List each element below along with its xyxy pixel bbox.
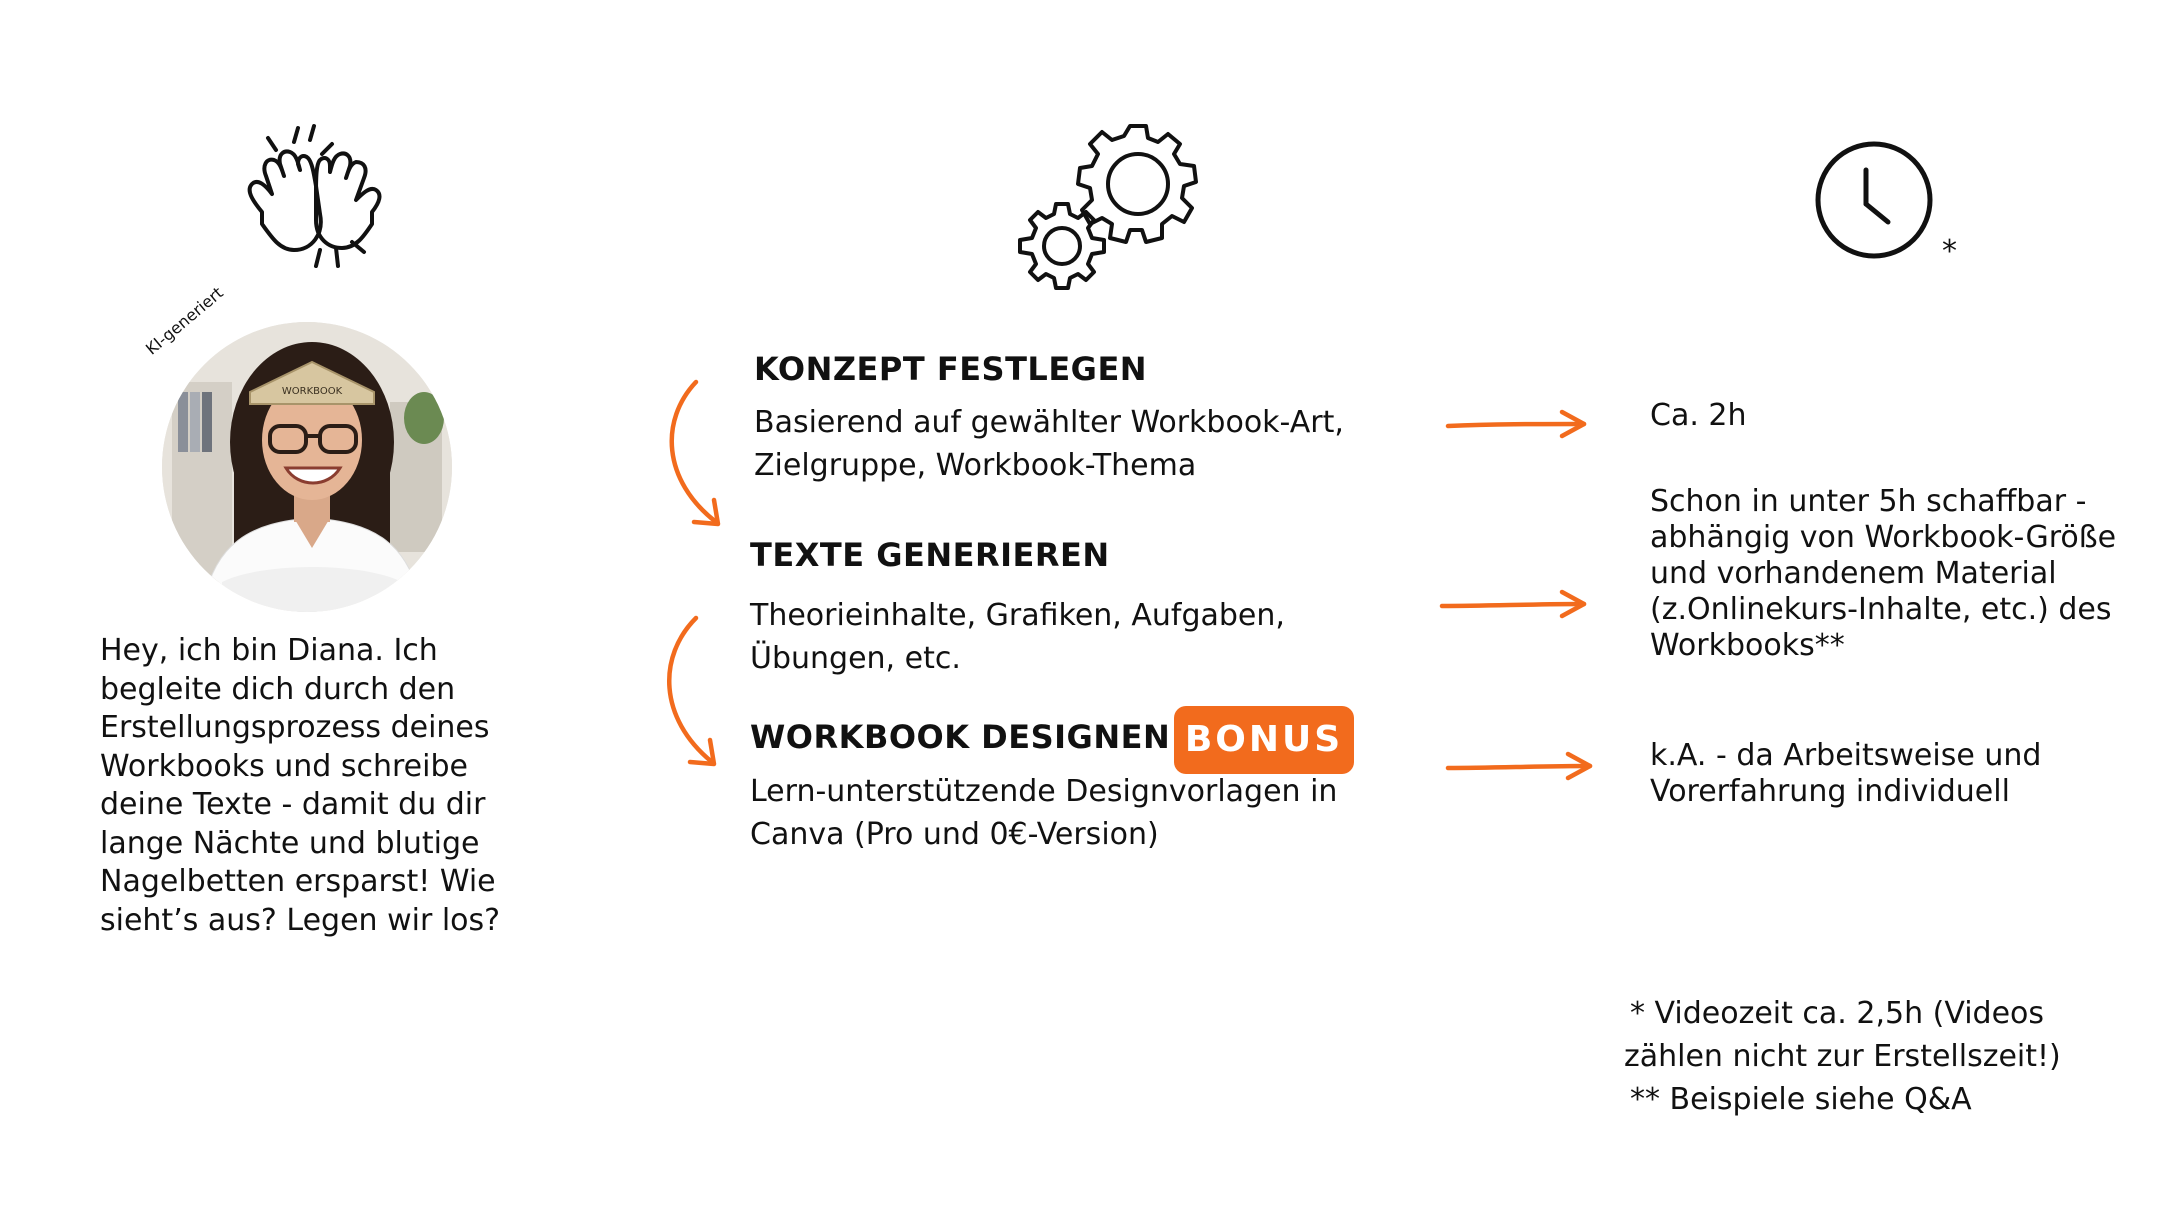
flow-arrow-texts-to-design xyxy=(667,615,717,767)
step-texts-desc-line2: Übungen, etc. xyxy=(750,641,961,676)
footnote-examples: ** Beispiele siehe Q&A xyxy=(1630,1082,1972,1117)
step-concept-desc-line1: Basierend auf gewählter Workbook-Art, xyxy=(754,405,1344,440)
high-five-icon xyxy=(232,120,392,280)
step-texts-title: TEXTE GENERIEREN xyxy=(750,536,1110,574)
arrow-step-design-time xyxy=(1445,751,1593,781)
footnote-video-time-line1: * Videozeit ca. 2,5h (Videos xyxy=(1630,996,2045,1031)
avatar-headband-text: WORKBOOK xyxy=(282,386,343,397)
avatar: WORKBOOK xyxy=(162,322,452,612)
step-design-desc-line1: Lern-unterstützende Designvorlagen in xyxy=(750,774,1338,809)
step-concept-desc-line2: Zielgruppe, Workbook-Thema xyxy=(754,448,1197,483)
flow-arrow-concept-to-texts xyxy=(669,379,721,527)
step-concept-title: KONZEPT FESTLEGEN xyxy=(754,350,1148,388)
time-estimate-concept: Ca. 2h xyxy=(1650,398,1747,433)
step-design-title: WORKBOOK DESIGNEN xyxy=(750,718,1171,756)
ki-generiert-label: KI-generiert xyxy=(142,283,227,359)
step-design-desc-line2: Canva (Pro und 0€-Version) xyxy=(750,817,1159,852)
arrow-step-concept-time xyxy=(1445,409,1587,439)
bonus-badge: BONUS xyxy=(1174,706,1354,774)
time-estimate-texts: Schon in unter 5h schaffbar - abhängig v… xyxy=(1650,484,2117,663)
clock-icon xyxy=(1812,138,1936,262)
clock-footnote-mark: * xyxy=(1942,234,1957,269)
arrow-step-texts-time xyxy=(1439,589,1587,619)
step-texts-desc-line1: Theorieinhalte, Grafiken, Aufgaben, xyxy=(750,598,1285,633)
footnote-video-time-line2: zählen nicht zur Erstellszeit!) xyxy=(1624,1039,2061,1074)
intro-text: Hey, ich bin Diana. Ich begleite dich du… xyxy=(100,633,501,938)
time-estimate-design: k.A. - da Arbeitsweise und Vorerfahrung … xyxy=(1650,738,2042,809)
gears-icon xyxy=(1018,120,1208,295)
